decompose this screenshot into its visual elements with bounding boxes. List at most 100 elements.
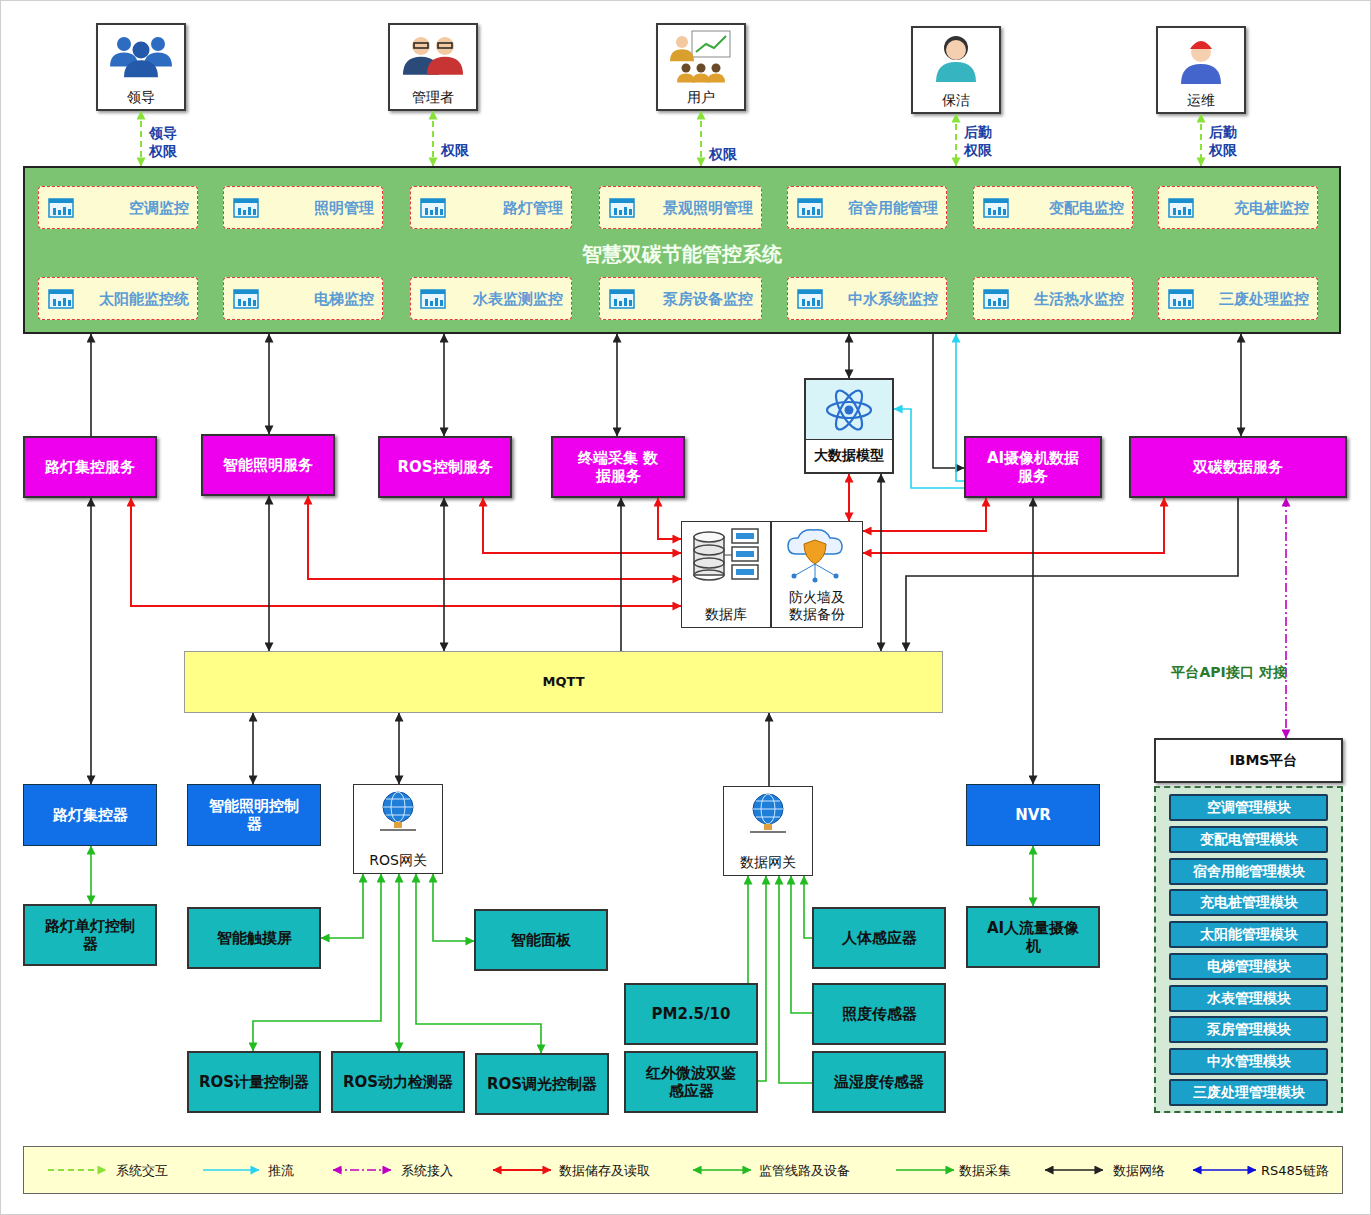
connector [253, 874, 381, 1051]
person-body [124, 60, 158, 77]
atom-icon [806, 380, 892, 440]
connector [90, 846, 92, 904]
node-label: 照度传感器 [842, 1005, 917, 1023]
person-body [936, 62, 976, 82]
win-icon [1168, 289, 1194, 309]
legend-item: 系统交互 [46, 1159, 236, 1183]
u4-icon [1166, 31, 1236, 89]
win-icon [983, 289, 1009, 309]
connector [90, 498, 92, 784]
legend-line [493, 1169, 551, 1171]
legend-line [693, 1169, 751, 1171]
legend-sample [201, 1159, 263, 1183]
legend-sample [691, 1159, 755, 1183]
legend-sample [46, 1159, 110, 1183]
imod-box: 泵房管理模块 [1169, 1016, 1328, 1043]
imod-box: 变配电管理模块 [1169, 826, 1328, 853]
teal-box: AI人流量摄像 机 [966, 906, 1100, 968]
legend-item: 推流 [201, 1159, 388, 1183]
svc-box: 终端采集 数据服务 [551, 436, 685, 498]
node-label: 路灯管理 [503, 199, 563, 217]
blue-box: 智能照明控制 器 [187, 784, 321, 846]
person-head [676, 36, 688, 48]
user-box: 保洁 [911, 26, 1001, 114]
node-label: 路灯集控服务 [45, 458, 135, 476]
node-label: 大数据模型 [806, 439, 892, 472]
node-label: 运维 [1187, 92, 1215, 109]
win-icon [233, 198, 259, 218]
node-label: 景观照明管理 [663, 199, 753, 217]
u3-icon [921, 31, 991, 89]
node-label: NVR [1015, 806, 1051, 824]
legend-line [1045, 1169, 1103, 1171]
imod-box: 电梯管理模块 [1169, 953, 1328, 980]
teal-box: 人体感应器 [812, 907, 946, 969]
legend-sample [1191, 1159, 1260, 1183]
legend-item: 数据储存及读取 [491, 1159, 679, 1183]
person-body [707, 73, 725, 82]
teal-box: ROS动力检测器 [331, 1051, 465, 1113]
connector [700, 111, 702, 166]
win-icon [48, 198, 74, 218]
node-label: 中水管理模块 [1207, 1053, 1291, 1070]
win-icon [609, 289, 635, 309]
person-head [117, 37, 131, 51]
legend-label: 数据网络 [1113, 1162, 1165, 1180]
mod-box: 水表监测监控 [410, 277, 572, 320]
legend-line [48, 1169, 106, 1171]
connector [956, 334, 964, 481]
sys-box: 智慧双碳节能管控系统空调监控照明管理路灯管理景观照明管理宿舍用能管理变配电监控充… [23, 166, 1341, 334]
win-icon [609, 198, 635, 218]
node-label: 数据网关 [740, 854, 796, 871]
node-label: ROS计量控制器 [199, 1073, 309, 1091]
connector [398, 874, 400, 1051]
win-icon [797, 198, 823, 218]
legend-line [896, 1169, 954, 1171]
connector [131, 498, 681, 606]
node-label: 三废处理管理模块 [1193, 1084, 1305, 1101]
node-label: ROS网关 [369, 852, 427, 869]
teal-box: 路灯单灯控制 器 [23, 904, 157, 966]
node-label: MQTT [542, 674, 584, 690]
node-label: 用户 [687, 89, 715, 106]
win-icon [420, 198, 446, 218]
globe-icon [746, 791, 790, 837]
person-body [692, 73, 710, 82]
person-body [670, 49, 694, 61]
svc-box: 路灯集控服务 [23, 436, 157, 498]
win-icon [797, 289, 823, 309]
person-head [133, 42, 150, 59]
node-label: 智能触摸屏 [217, 929, 292, 947]
connector [863, 498, 986, 531]
node-label: AI摄像机数据 服务 [983, 449, 1083, 485]
node-label: 防火墙及 数据备份 [781, 589, 853, 623]
person-body [677, 73, 695, 82]
legend-line [203, 1169, 259, 1171]
user-box: 运维 [1156, 26, 1246, 114]
person-head [697, 64, 706, 73]
node-label: 照明管理 [314, 199, 374, 217]
edge-label: 后勤 权限 [964, 124, 1004, 159]
imod-box: 三废处理管理模块 [1169, 1079, 1328, 1106]
connector [140, 111, 142, 166]
node-label: 充电桩管理模块 [1200, 894, 1298, 911]
node-label: 数据库 [705, 606, 747, 623]
connector [443, 498, 445, 651]
connector [308, 496, 681, 579]
edge-label: 平台API接口 对接 [1169, 664, 1289, 682]
mod-box: 充电桩监控 [1158, 186, 1318, 229]
node-label: 终端采集 数据服务 [573, 449, 663, 485]
connector [1240, 334, 1242, 436]
fw-icon [774, 524, 860, 586]
person-head [1191, 42, 1211, 62]
connector [1032, 846, 1034, 906]
person-head [412, 37, 430, 55]
teal-box: 照度传感器 [812, 983, 946, 1045]
connector [483, 498, 681, 553]
person-head [682, 64, 691, 73]
node-label: 管理者 [412, 89, 454, 106]
connector [443, 334, 445, 436]
person-body [1181, 64, 1221, 84]
